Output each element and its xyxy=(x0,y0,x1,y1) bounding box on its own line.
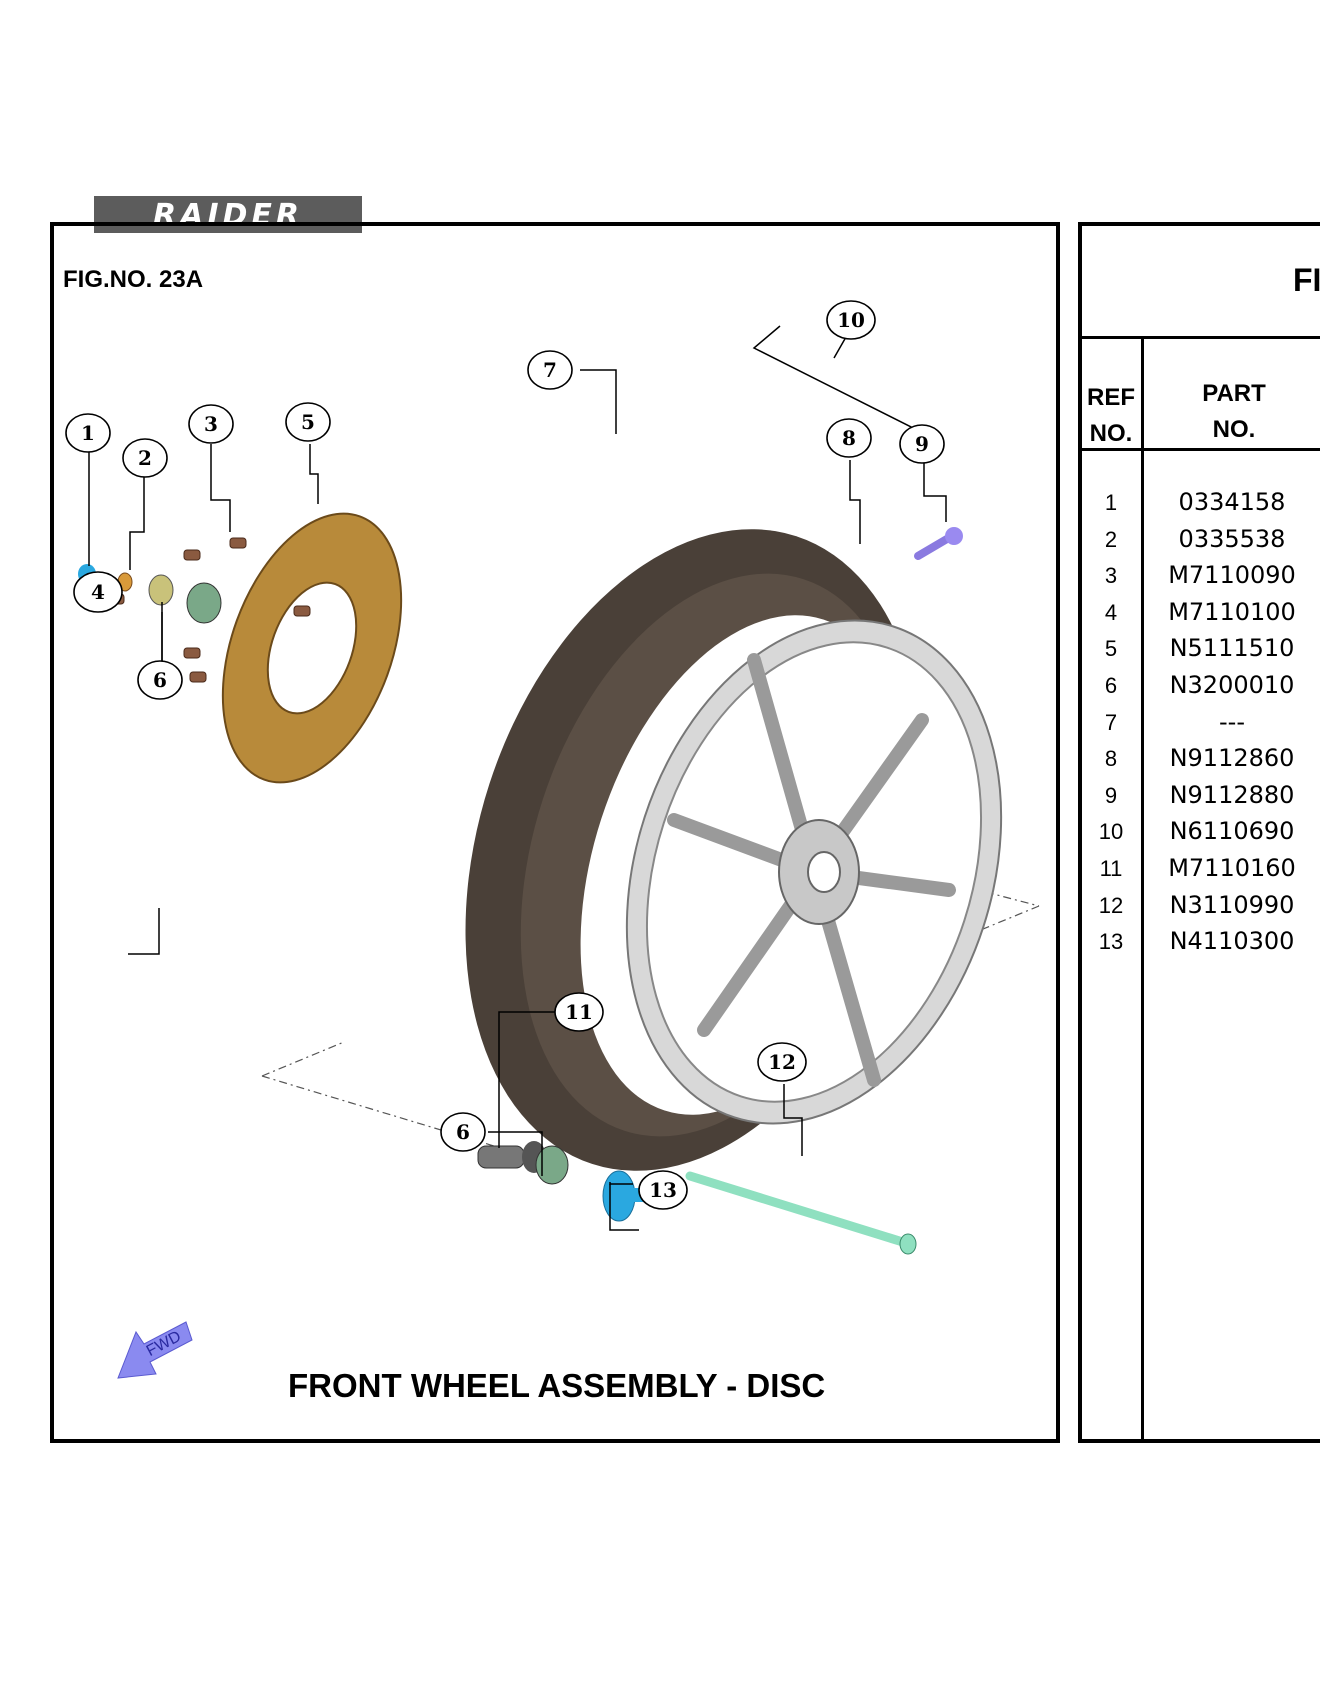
callout-4: 4 xyxy=(73,571,123,613)
part-no: N5111510 xyxy=(1169,634,1295,663)
part-no: N3200010 xyxy=(1169,670,1295,699)
part-no: N9112880 xyxy=(1169,780,1295,809)
svg-text:7: 7 xyxy=(543,358,557,382)
callout-6-bottom: 6 xyxy=(440,1112,486,1152)
svg-text:6: 6 xyxy=(456,1120,470,1144)
ref-no: 6 xyxy=(1104,672,1118,698)
header-part-no: PART NO. xyxy=(1202,380,1266,443)
svg-text:8: 8 xyxy=(842,426,856,450)
svg-text:12: 12 xyxy=(768,1050,796,1074)
part-no: N6110690 xyxy=(1169,817,1295,846)
callout-6-top: 6 xyxy=(137,660,183,700)
diagram-frame xyxy=(50,222,1060,1443)
ref-no: 1 xyxy=(1104,490,1118,515)
part-no: 0334158 xyxy=(1178,488,1286,516)
svg-text:11: 11 xyxy=(565,1000,593,1024)
ref-no: 11 xyxy=(1099,855,1123,881)
valve xyxy=(914,527,963,560)
parts-table-frame xyxy=(1078,222,1320,1443)
callout-12: 12 xyxy=(757,1042,807,1082)
callout-9: 9 xyxy=(899,424,945,464)
exploded-diagram: 1 2 3 5 4 6 7 8 9 10 11 6 12 13 xyxy=(65,300,1040,1255)
svg-text:13: 13 xyxy=(649,1178,677,1202)
part-no: M7110090 xyxy=(1168,561,1296,590)
ref-no: 13 xyxy=(1098,929,1124,955)
callout-1: 1 xyxy=(65,413,111,453)
svg-text:6: 6 xyxy=(153,668,167,692)
callout-8: 8 xyxy=(826,418,872,458)
callout-10: 10 xyxy=(826,300,876,340)
ref-no: 5 xyxy=(1104,636,1118,662)
part-no: --- xyxy=(1219,707,1245,736)
ref-no: 4 xyxy=(1104,599,1118,625)
part-no: 0335538 xyxy=(1178,524,1286,553)
callout-3: 3 xyxy=(188,404,234,444)
table-column-divider xyxy=(1141,336,1144,1443)
ref-no: 12 xyxy=(1098,892,1124,918)
svg-text:10: 10 xyxy=(837,308,865,332)
ref-no: 9 xyxy=(1104,782,1118,808)
fwd-arrow-icon: FWD xyxy=(117,1321,193,1379)
ref-no: 8 xyxy=(1104,746,1118,772)
svg-text:4: 4 xyxy=(91,580,105,604)
svg-text:3: 3 xyxy=(204,412,218,436)
ref-no: 2 xyxy=(1104,526,1118,552)
wheel-rim xyxy=(625,619,1003,1125)
figure-number: FIG.NO. 23A xyxy=(63,266,204,293)
parts-table-title: FI xyxy=(1293,262,1320,298)
svg-text:2: 2 xyxy=(138,446,152,470)
callout-11: 11 xyxy=(554,992,604,1032)
figure-title: FRONT WHEEL ASSEMBLY - DISC xyxy=(288,1367,826,1404)
callout-2: 2 xyxy=(122,438,168,478)
callout-7: 7 xyxy=(527,350,573,390)
part-no: M7110100 xyxy=(1168,597,1296,626)
callout-5: 5 xyxy=(285,402,331,442)
part-no: N4110300 xyxy=(1169,927,1295,956)
ref-no: 10 xyxy=(1098,819,1124,845)
part-no: N9112860 xyxy=(1169,744,1295,773)
svg-text:9: 9 xyxy=(915,432,929,456)
part-no: M7110160 xyxy=(1168,853,1296,882)
ref-no: 3 xyxy=(1104,563,1118,589)
svg-text:5: 5 xyxy=(301,410,315,434)
part-no: N3110990 xyxy=(1169,890,1295,919)
svg-text:1: 1 xyxy=(81,421,95,445)
svg-text:RAIDER: RAIDER xyxy=(153,198,303,233)
ref-no: 7 xyxy=(1104,709,1118,735)
header-ref-no: REF NO. xyxy=(1087,384,1135,447)
callout-13: 13 xyxy=(638,1170,688,1210)
table-divider xyxy=(1078,448,1320,451)
table-divider xyxy=(1078,336,1320,339)
brake-disc xyxy=(221,512,403,784)
